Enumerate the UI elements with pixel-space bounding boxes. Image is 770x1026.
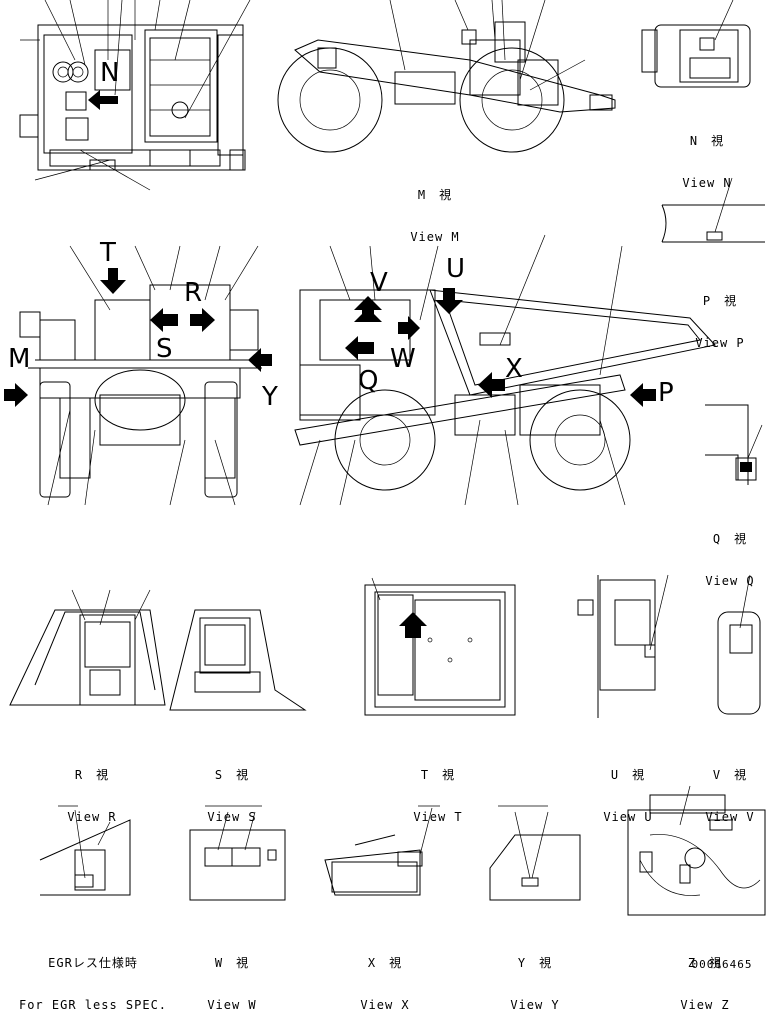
caption-view-w-jp: W 視	[214, 956, 250, 970]
rear-view-drawing	[19, 0, 251, 191]
caption-view-y-en: View Y	[510, 998, 560, 1012]
view-r-drawing	[9, 589, 166, 706]
view-letter-x: X	[505, 354, 523, 384]
view-p-drawing	[661, 177, 765, 243]
view-letter-v: V	[370, 268, 388, 298]
caption-view-m-en: View M	[410, 230, 460, 244]
caption-view-n-en: View N	[682, 176, 732, 190]
caption-view-q-en: View Q	[705, 574, 755, 588]
caption-egr-less: EGRレス仕様時 For EGR less SPEC.	[8, 928, 178, 1026]
view-letter-r: R	[184, 278, 203, 308]
caption-egr-less-jp: EGRレス仕様時	[48, 956, 138, 970]
caption-view-t: T 視 View T	[398, 740, 478, 838]
view-q-drawing	[705, 404, 763, 485]
caption-view-p-en: View P	[695, 336, 745, 350]
caption-view-t-en: View T	[413, 810, 463, 824]
drawing-number: 00066465	[691, 958, 753, 971]
caption-view-v-en: View V	[705, 810, 755, 824]
caption-view-m: M 視 View M	[395, 160, 475, 258]
view-letter-w: W	[390, 344, 416, 374]
view-n-drawing	[641, 0, 751, 88]
view-s-drawing	[169, 609, 307, 711]
caption-view-u: U 視 View U	[588, 740, 668, 838]
view-t-drawing	[364, 577, 516, 716]
view-letter-n: N	[100, 58, 120, 88]
view-letter-s: S	[156, 334, 173, 364]
view-w-drawing	[189, 805, 286, 901]
caption-view-q: Q 視 View Q	[690, 504, 770, 602]
caption-view-z-jp: Z 視	[687, 956, 723, 970]
view-letter-t: T	[100, 238, 116, 268]
caption-view-n: N 視 View N	[667, 106, 747, 204]
view-u-drawing	[577, 574, 669, 718]
caption-view-z: Z 視 View Z	[665, 928, 745, 1026]
side-view-m-drawing	[277, 0, 616, 153]
caption-view-n-jp: N 視	[689, 134, 725, 148]
caption-view-z-en: View Z	[680, 998, 730, 1012]
caption-view-q-jp: Q 視	[712, 532, 748, 546]
caption-view-u-jp: U 視	[610, 768, 646, 782]
caption-view-x-en: View X	[360, 998, 410, 1012]
view-egr-less-drawing	[39, 805, 131, 896]
view-letter-u: U	[446, 254, 466, 284]
view-letter-p: P	[658, 378, 674, 408]
caption-view-y: Y 視 View Y	[495, 928, 575, 1026]
caption-view-p: P 視 View P	[680, 266, 760, 364]
view-letter-q: Q	[358, 366, 379, 396]
caption-view-s: S 視 View S	[192, 740, 272, 838]
view-x-drawing	[324, 805, 440, 896]
caption-view-r: R 視 View R	[52, 740, 132, 838]
front-view-drawing	[4, 245, 272, 506]
caption-view-w: W 視 View W	[192, 928, 272, 1026]
view-y-drawing	[489, 805, 581, 901]
caption-view-m-jp: M 視	[417, 188, 453, 202]
caption-egr-less-en: For EGR less SPEC.	[18, 998, 168, 1012]
view-v-drawing	[717, 574, 761, 715]
side-view-main-drawing	[294, 234, 716, 506]
caption-view-y-jp: Y 視	[517, 956, 553, 970]
view-z-drawing	[627, 785, 766, 916]
caption-view-x: X 視 View X	[345, 928, 425, 1026]
caption-view-x-jp: X 視	[367, 956, 403, 970]
caption-view-s-jp: S 視	[214, 768, 250, 782]
caption-view-v-jp: V 視	[712, 768, 748, 782]
caption-view-p-jp: P 視	[702, 294, 738, 308]
caption-view-s-en: View S	[207, 810, 257, 824]
view-letter-y: Y	[262, 382, 278, 412]
caption-view-u-en: View U	[603, 810, 653, 824]
view-letter-m: M	[8, 344, 31, 374]
caption-view-v: V 視 View V	[690, 740, 770, 838]
caption-view-r-jp: R 視	[74, 768, 110, 782]
parts-diagram-sheet	[4, 0, 766, 916]
caption-view-r-en: View R	[67, 810, 117, 824]
caption-view-w-en: View W	[207, 998, 257, 1012]
caption-view-t-jp: T 視	[420, 768, 456, 782]
